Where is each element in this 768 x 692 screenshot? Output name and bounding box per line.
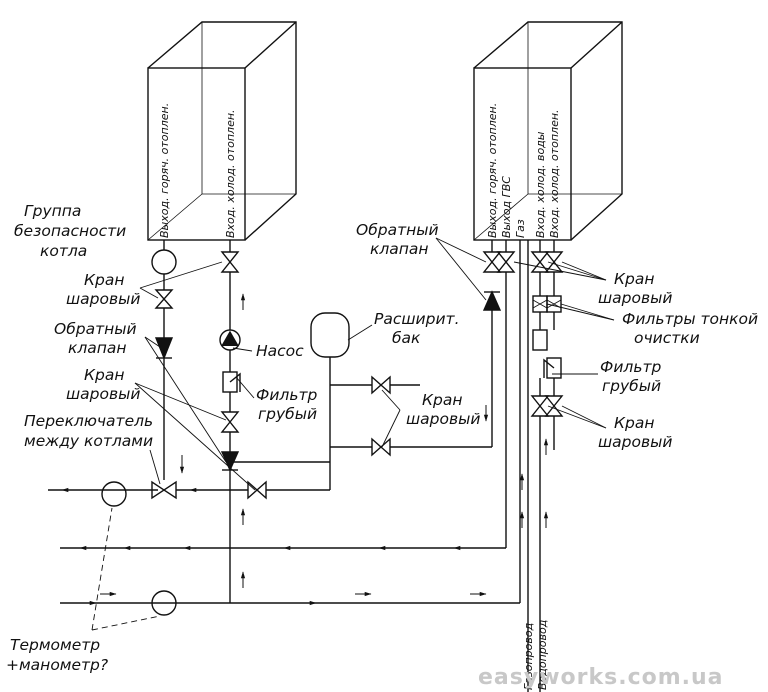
pump-icon	[219, 329, 241, 351]
ball-valve-label-2: шаровый	[406, 410, 480, 428]
safety-group-icon	[151, 249, 177, 275]
coarse-filter-label-2: грубый	[258, 405, 317, 423]
expansion-tank-label-2: бак	[392, 329, 421, 347]
thermometer-icon	[101, 481, 127, 507]
safety-group-label-1: Группа	[24, 202, 81, 220]
check-valve-label-2: клапан	[370, 240, 429, 258]
watermark: easyworks.com.ua	[478, 665, 724, 690]
coarse-filter-label-1: Фильтр	[256, 386, 317, 404]
fine-filter-label-1: Фильтры тонкой	[622, 310, 758, 328]
expansion-tank-label-1: Расширит.	[374, 310, 460, 328]
safety-group-label-2: безопасности	[14, 222, 126, 240]
expansion-tank-icon	[310, 312, 350, 358]
ball-valve-label-1: Кран	[84, 366, 124, 384]
water-pipe-label: Водопровод	[536, 620, 549, 690]
pump-label: Насос	[256, 342, 304, 360]
check-valve-label-2: клапан	[68, 339, 127, 357]
boiler2-in-cold-water-label: Вход. холод. воды	[534, 131, 547, 238]
boiler-1	[147, 21, 297, 241]
ball-valve-label-1: Кран	[422, 391, 462, 409]
ball-valve-label-1: Кран	[614, 270, 654, 288]
thermometer-label-2: +манометр?	[6, 656, 108, 674]
coarse-filter-label-2: грубый	[602, 377, 661, 395]
check-valve-icon	[154, 290, 502, 472]
fine-filter-label-2: очистки	[634, 329, 700, 347]
ball-valve-label-1: Кран	[614, 414, 654, 432]
boiler1-in-cold-label: Вход. холод. отоплен.	[224, 109, 237, 238]
switch-label-2: между котлами	[24, 432, 153, 450]
ball-valve-label-2: шаровый	[66, 290, 140, 308]
switch-label-1: Переключатель	[24, 412, 153, 430]
ball-valve-label-1: Кран	[84, 271, 124, 289]
coarse-filter-icon	[222, 329, 562, 393]
check-valve-label-1: Обратный	[54, 320, 137, 338]
boiler1-out-hot-label: Выход. горяч. отоплен.	[158, 103, 171, 238]
boiler2-out-dhw-label: Выход ГВС	[500, 176, 513, 238]
ball-valve-label-2: шаровый	[598, 289, 672, 307]
check-valve-label-1: Обратный	[356, 221, 439, 239]
thermometer-label-1: Термометр	[10, 636, 100, 654]
coarse-filter-label-1: Фильтр	[600, 358, 661, 376]
boiler2-in-cold-label: Вход. холод. отоплен.	[548, 109, 561, 238]
boiler2-out-hot-label: Выход. горяч. отоплен.	[486, 103, 499, 238]
gas-pipe-label: Газопровод	[522, 623, 535, 690]
safety-group-label-3: котла	[40, 242, 87, 260]
thermometer-icon	[151, 590, 177, 616]
boiler2-gas-label: Газ	[514, 219, 527, 238]
ball-valve-icon	[151, 251, 564, 500]
ball-valve-label-2: шаровый	[66, 385, 140, 403]
ball-valve-label-2: шаровый	[598, 433, 672, 451]
boiler-2	[473, 21, 623, 241]
